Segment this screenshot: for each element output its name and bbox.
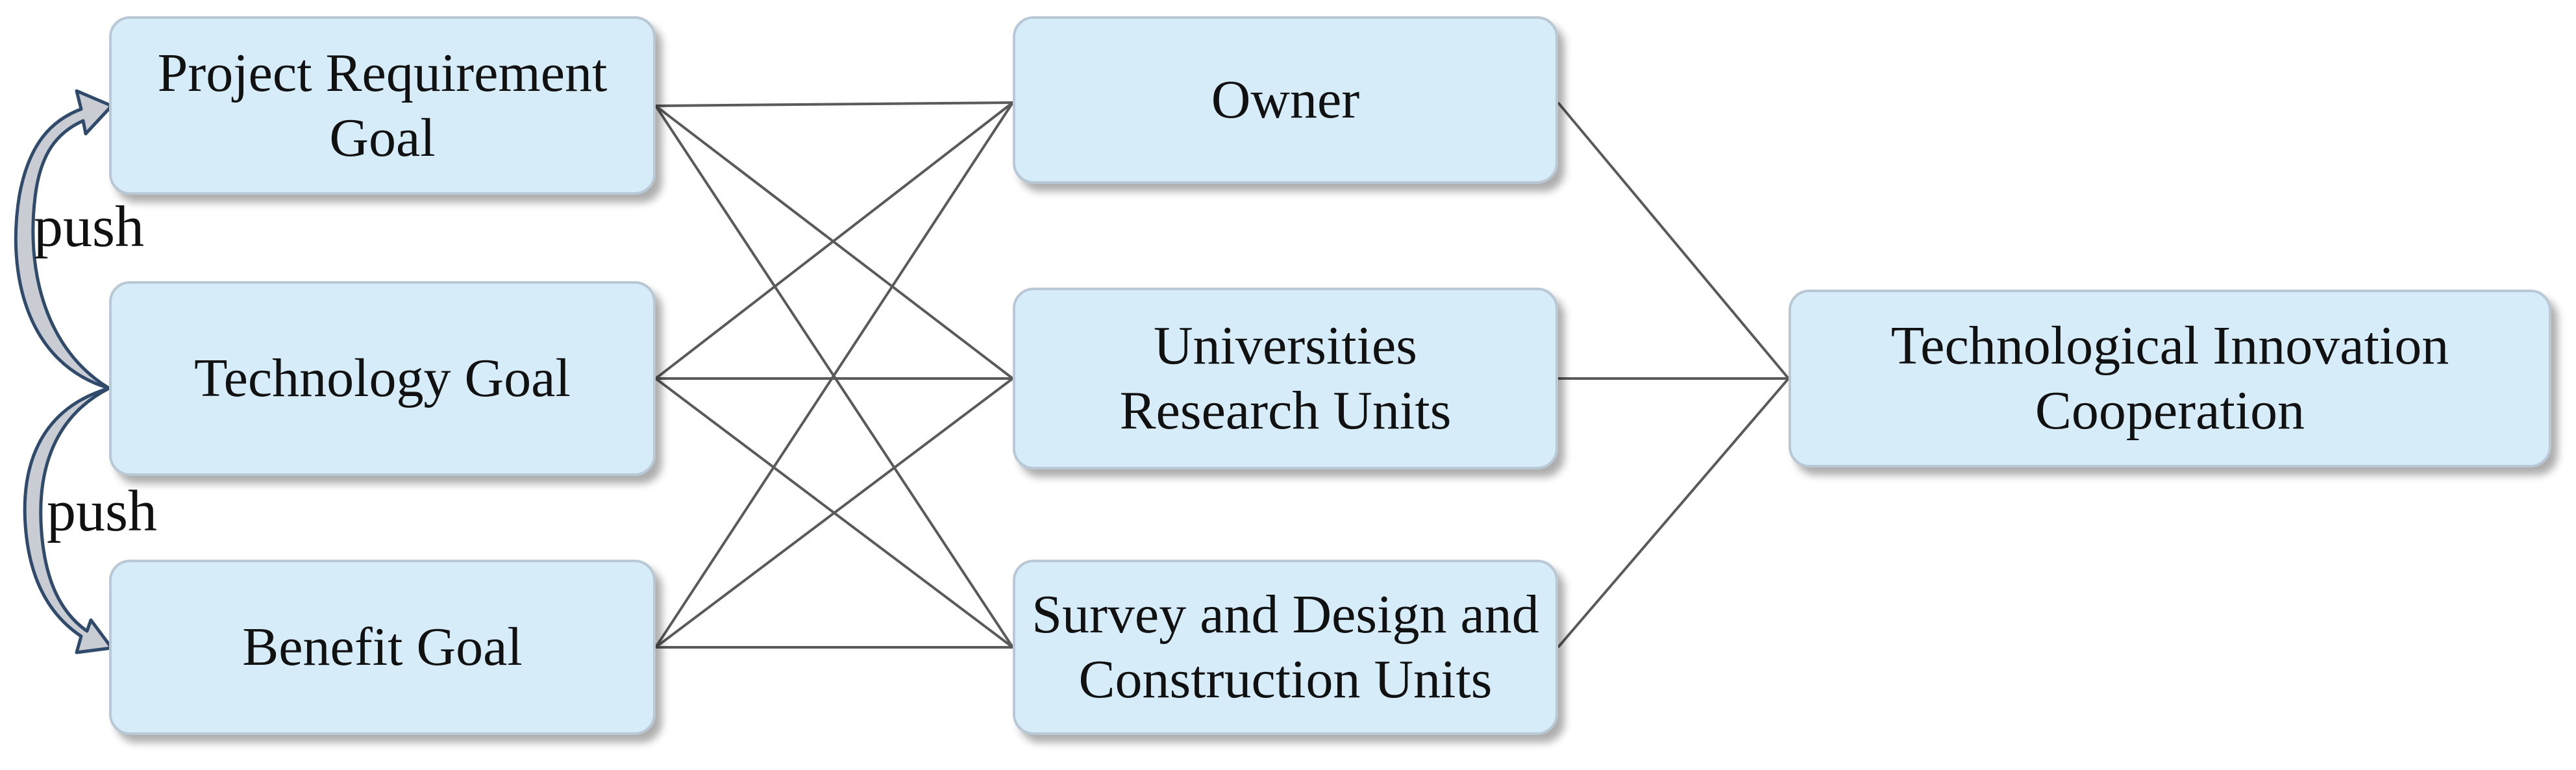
connector-benefit-owner bbox=[654, 101, 1014, 649]
project-requirement-goal-label: Project Requirement Goal bbox=[157, 42, 608, 168]
technology-goal-node: Technology Goal bbox=[109, 281, 656, 476]
connector-project-owner bbox=[655, 101, 1013, 107]
push-label-upper: push bbox=[34, 195, 145, 259]
survey-design-construction-units-node: Survey and Design and Construction Units bbox=[1013, 560, 1558, 735]
benefit-goal-label: Benefit Goal bbox=[242, 617, 523, 677]
connector-owner-outcome bbox=[1557, 101, 1790, 380]
connector-survey-outcome bbox=[1557, 377, 1790, 649]
push-arrows bbox=[14, 89, 114, 654]
connector-benefit-universities bbox=[654, 377, 1014, 649]
technological-innovation-cooperation-label: Technological Innovation Cooperation bbox=[1890, 316, 2449, 441]
push-arrow-upper bbox=[14, 89, 114, 390]
owner-label: Owner bbox=[1211, 69, 1360, 130]
project-requirement-goal-node: Project Requirement Goal bbox=[109, 16, 656, 195]
universities-research-units-node: Universities Research Units bbox=[1013, 288, 1558, 469]
participant-outcome-connectors bbox=[1557, 101, 1790, 649]
goal-participant-connectors bbox=[654, 101, 1014, 649]
technological-innovation-cooperation-node: Technological Innovation Cooperation bbox=[1789, 290, 2551, 467]
benefit-goal-node: Benefit Goal bbox=[109, 560, 656, 735]
technology-goal-label: Technology Goal bbox=[194, 348, 571, 408]
push-arrow-lower bbox=[23, 386, 114, 654]
push-label-lower: push bbox=[47, 479, 158, 543]
survey-design-construction-units-label: Survey and Design and Construction Units bbox=[1032, 584, 1539, 710]
connector-technology-owner bbox=[654, 101, 1014, 380]
universities-research-units-label: Universities Research Units bbox=[1119, 316, 1452, 441]
owner-node: Owner bbox=[1013, 16, 1558, 184]
